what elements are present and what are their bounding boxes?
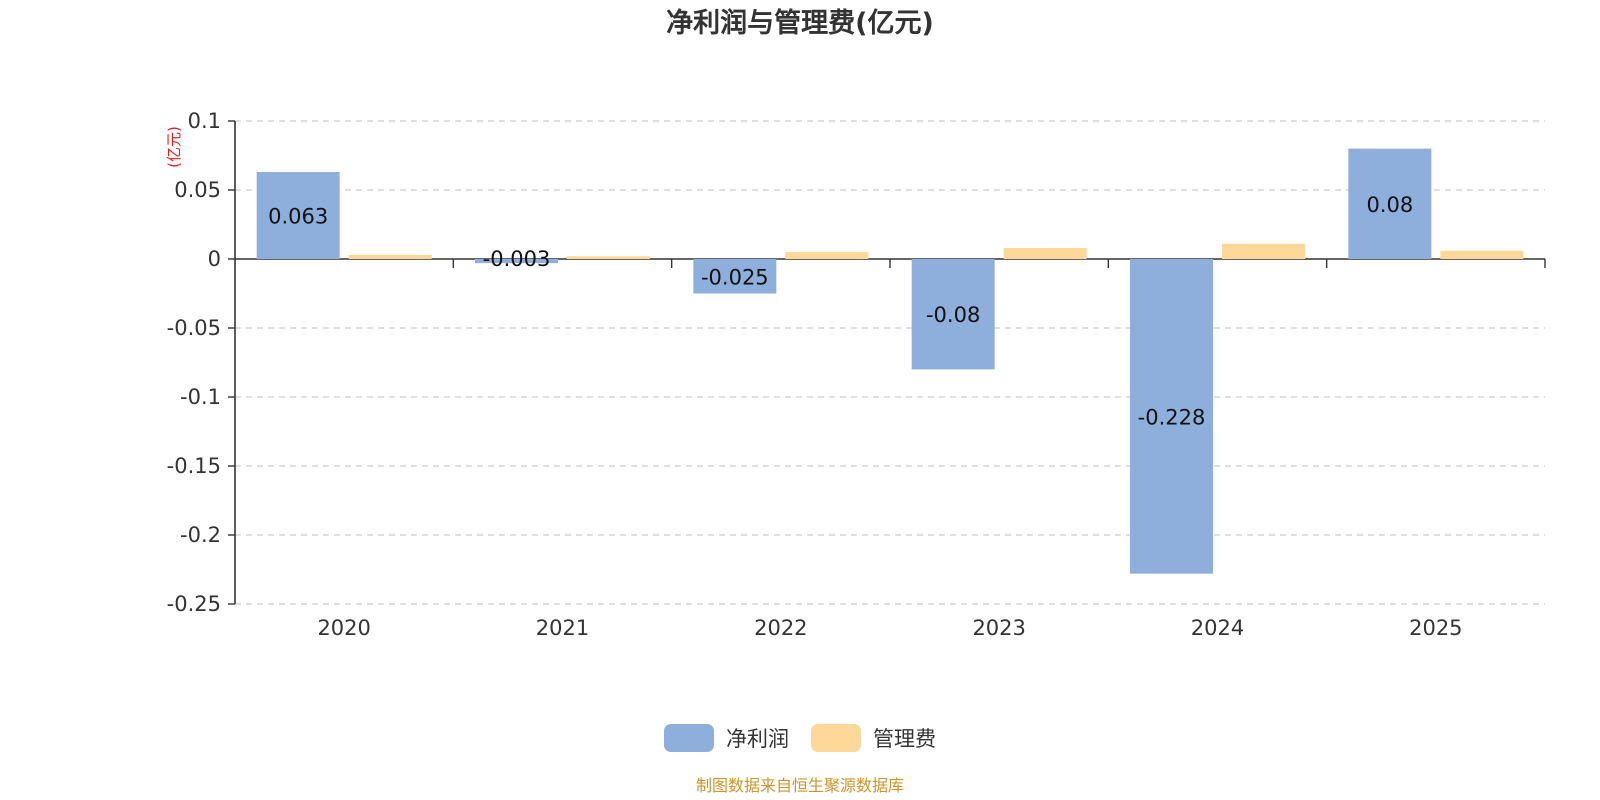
axes: 0.1 0.05 0 -0.05 -0.1 -0.15 -0.2 -0.25 2020 2021 2… (167, 109, 1546, 640)
bar-net-profit (1130, 259, 1213, 574)
data-label: -0.003 (483, 247, 551, 271)
y-tick-label: -0.05 (167, 316, 221, 340)
bar-net-profit (693, 259, 777, 294)
bar-admin-fee (785, 252, 869, 259)
bar-net-profit (475, 259, 558, 264)
y-tick-label: 0.1 (188, 109, 221, 133)
bar-admin-fee (567, 256, 650, 259)
y-tick-label: -0.15 (167, 454, 221, 478)
legend-label: 管理费 (873, 727, 936, 751)
data-label: -0.025 (701, 265, 769, 289)
legend: 净利润 管理费 (664, 724, 936, 752)
y-tick-label: -0.2 (180, 523, 221, 547)
data-label: -0.08 (926, 303, 980, 327)
y-tick-label: -0.25 (167, 592, 221, 616)
legend-swatch (664, 724, 714, 752)
y-tick-label: 0 (208, 247, 221, 271)
source-note: 制图数据来自恒生聚源数据库 (696, 776, 904, 795)
bars (256, 148, 1524, 574)
x-tick-label: 2024 (1191, 616, 1244, 640)
bar-admin-fee (1222, 243, 1305, 259)
legend-swatch (811, 724, 861, 752)
bar-net-profit (911, 259, 995, 370)
data-labels: 0.063 -0.003 -0.025 -0.08 -0.228 0.08 (268, 193, 1413, 430)
x-tick-label: 2023 (972, 616, 1025, 640)
bar-admin-fee (1003, 247, 1087, 259)
bar-net-profit (256, 172, 340, 259)
bar-net-profit (1348, 148, 1432, 259)
legend-label: 净利润 (726, 727, 789, 751)
data-label: -0.228 (1138, 405, 1206, 429)
x-tick-label: 2025 (1409, 616, 1462, 640)
y-tick-label: -0.1 (180, 385, 221, 409)
chart-title: 净利润与管理费(亿元) (666, 7, 934, 39)
x-tick-label: 2022 (754, 616, 807, 640)
bar-admin-fee (1440, 250, 1524, 259)
bar-admin-fee (348, 254, 432, 259)
x-tick-label: 2021 (536, 616, 589, 640)
grid-lines (235, 120, 1545, 605)
y-axis-label: (亿元) (165, 126, 183, 168)
data-label: 0.063 (268, 205, 328, 229)
y-tick-label: 0.05 (174, 178, 221, 202)
data-label: 0.08 (1366, 193, 1413, 217)
x-tick-label: 2020 (317, 616, 370, 640)
